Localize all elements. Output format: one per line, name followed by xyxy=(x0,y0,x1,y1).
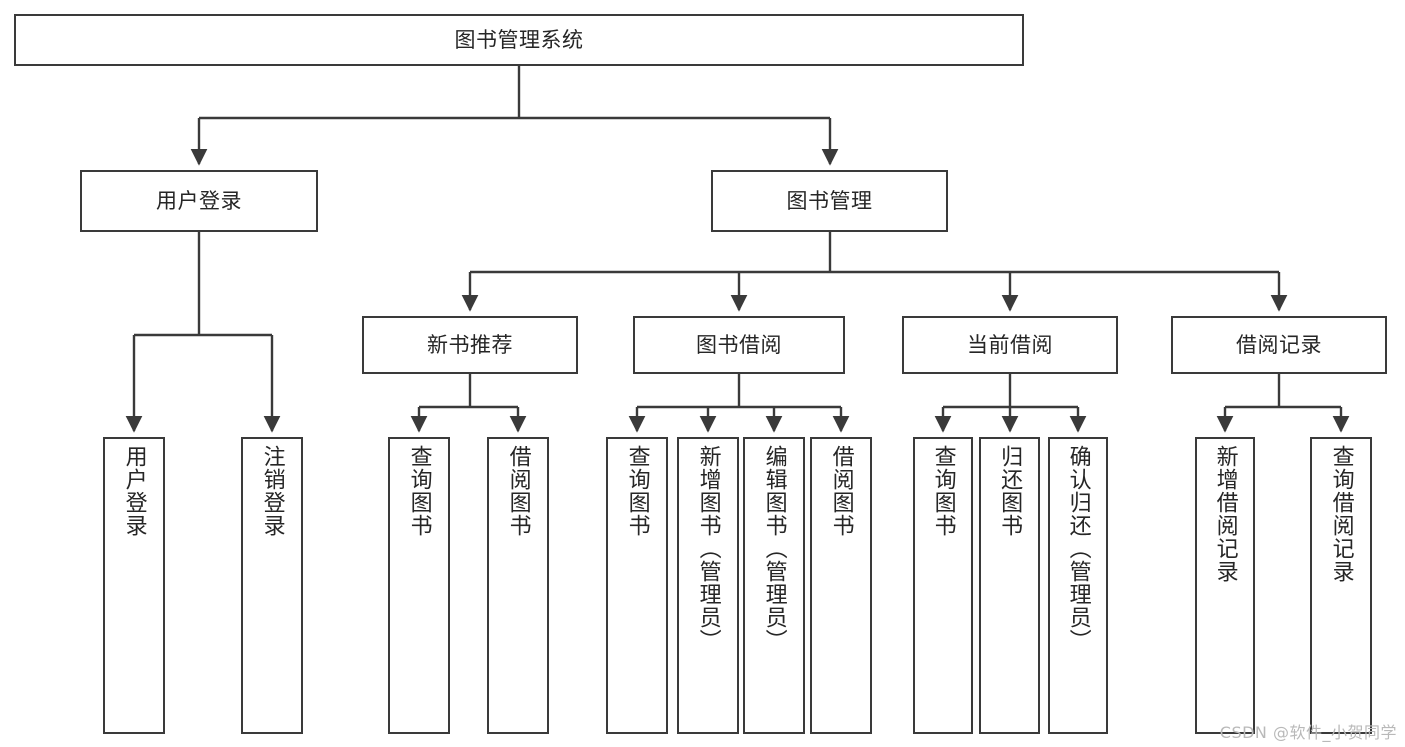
node-leaf-borrow-book[interactable]: 借阅图书 xyxy=(810,437,872,734)
node-current-borrow-label: 当前借阅 xyxy=(967,332,1053,357)
node-leaf-query-book-current-label: 查询图书 xyxy=(930,445,956,537)
node-leaf-query-book-recommend[interactable]: 查询图书 xyxy=(388,437,450,734)
node-new-book-recommend[interactable]: 新书推荐 xyxy=(362,316,578,374)
node-user-login-label: 用户登录 xyxy=(156,188,242,213)
node-new-book-recommend-label: 新书推荐 xyxy=(427,332,513,357)
node-leaf-add-borrow-record[interactable]: 新增借阅记录 xyxy=(1195,437,1255,734)
node-leaf-return-book[interactable]: 归还图书 xyxy=(979,437,1040,734)
node-root[interactable]: 图书管理系统 xyxy=(14,14,1024,66)
node-leaf-add-borrow-record-label: 新增借阅记录 xyxy=(1212,445,1238,583)
node-leaf-query-borrow-record-label: 查询借阅记录 xyxy=(1328,445,1354,583)
node-leaf-borrow-book-recommend-label: 借阅图书 xyxy=(505,445,531,537)
node-borrow-record[interactable]: 借阅记录 xyxy=(1171,316,1387,374)
node-leaf-query-book-borrow-label: 查询图书 xyxy=(624,445,650,537)
node-leaf-query-book-current[interactable]: 查询图书 xyxy=(913,437,973,734)
node-leaf-user-login-label: 用户登录 xyxy=(121,445,147,537)
node-leaf-query-borrow-record[interactable]: 查询借阅记录 xyxy=(1310,437,1372,734)
node-book-management-label: 图书管理 xyxy=(786,188,873,213)
node-leaf-confirm-return-admin[interactable]: 确认归还（管理员） xyxy=(1048,437,1108,734)
node-book-borrow[interactable]: 图书借阅 xyxy=(633,316,845,374)
node-leaf-edit-book-admin[interactable]: 编辑图书（管理员） xyxy=(743,437,805,734)
node-leaf-user-login[interactable]: 用户登录 xyxy=(103,437,165,734)
node-leaf-return-book-label: 归还图书 xyxy=(997,445,1023,537)
node-leaf-borrow-book-recommend[interactable]: 借阅图书 xyxy=(487,437,549,734)
node-leaf-borrow-book-label: 借阅图书 xyxy=(828,445,854,537)
node-leaf-logout[interactable]: 注销登录 xyxy=(241,437,303,734)
node-leaf-query-book-borrow[interactable]: 查询图书 xyxy=(606,437,668,734)
node-leaf-query-book-recommend-label: 查询图书 xyxy=(406,445,432,537)
node-leaf-add-book-admin-label: 新增图书（管理员） xyxy=(695,445,721,652)
node-book-management[interactable]: 图书管理 xyxy=(711,170,948,232)
node-user-login[interactable]: 用户登录 xyxy=(80,170,318,232)
node-current-borrow[interactable]: 当前借阅 xyxy=(902,316,1118,374)
node-book-borrow-label: 图书借阅 xyxy=(696,332,782,357)
node-leaf-add-book-admin[interactable]: 新增图书（管理员） xyxy=(677,437,739,734)
node-root-label: 图书管理系统 xyxy=(454,27,584,52)
node-borrow-record-label: 借阅记录 xyxy=(1236,332,1322,357)
node-leaf-confirm-return-admin-label: 确认归还（管理员） xyxy=(1065,445,1091,652)
node-leaf-logout-label: 注销登录 xyxy=(259,445,285,537)
node-leaf-edit-book-admin-label: 编辑图书（管理员） xyxy=(761,445,787,652)
